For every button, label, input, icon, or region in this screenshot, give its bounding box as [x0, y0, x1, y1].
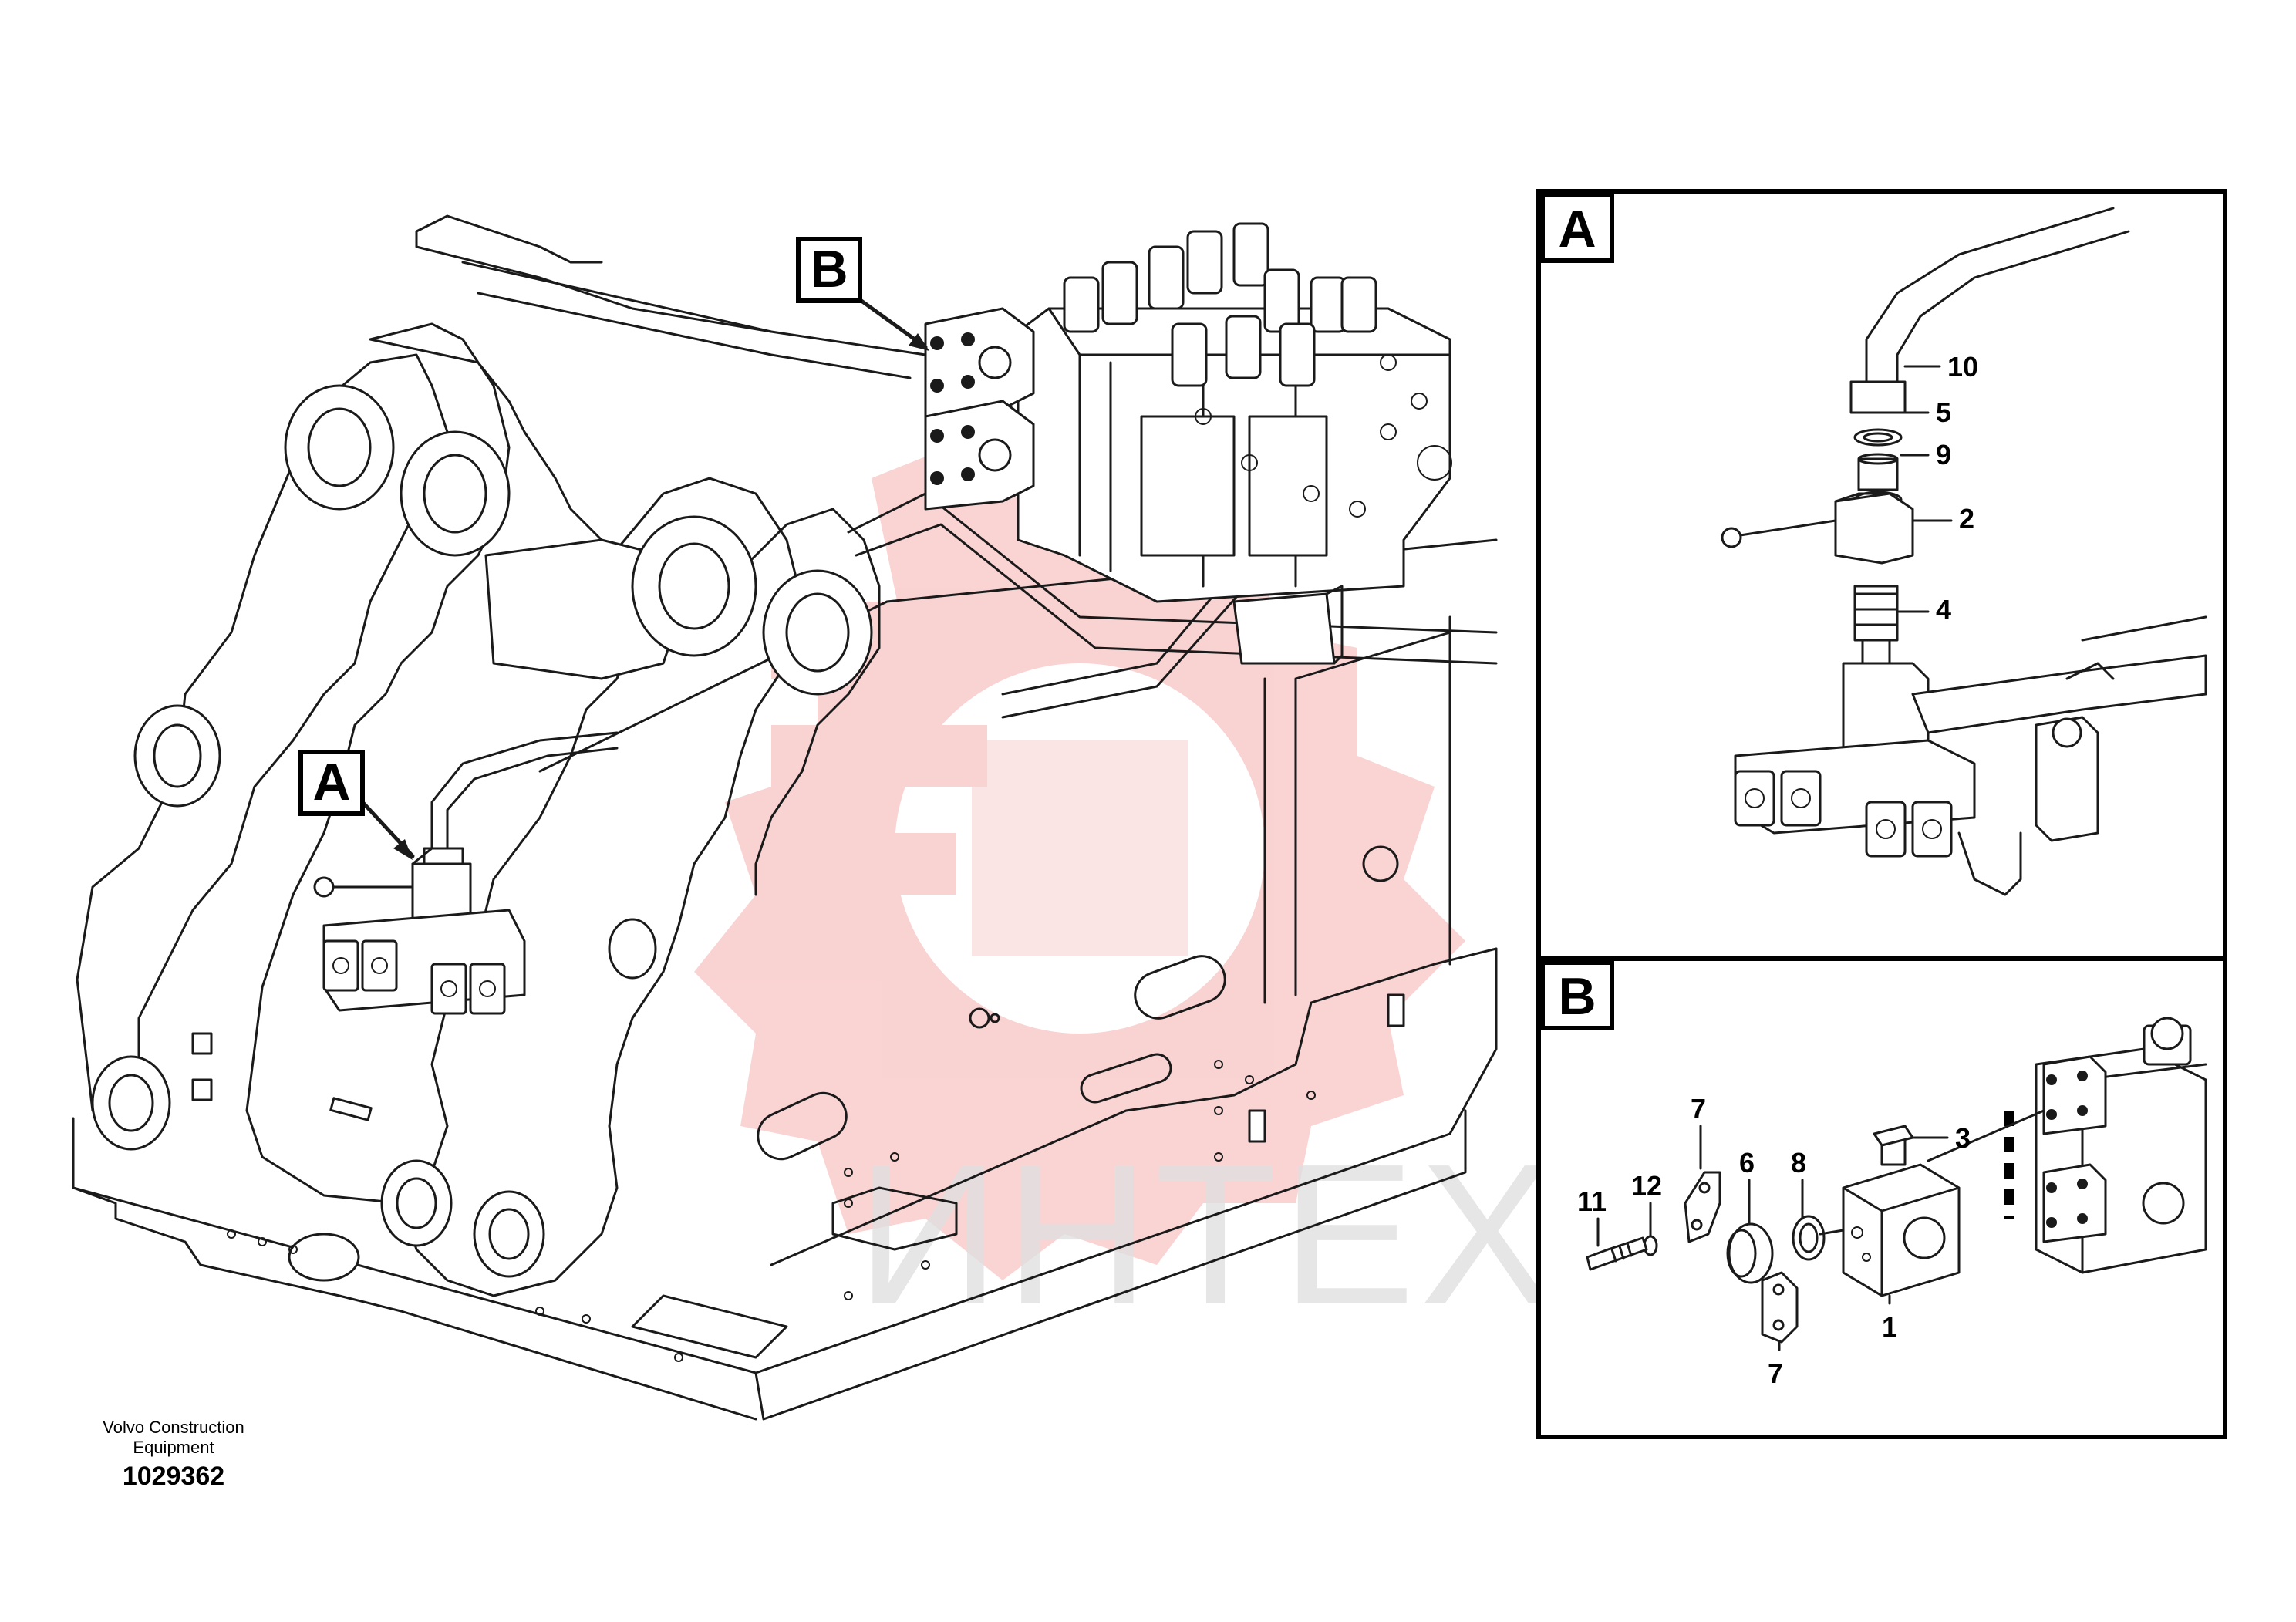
callout-b-main: B: [796, 237, 929, 351]
detail-panel-b: B 3 8 6: [1536, 956, 2227, 1439]
drawing-number: 1029362: [123, 1462, 224, 1491]
svg-text:A: A: [1558, 200, 1596, 258]
svg-text:4: 4: [1936, 594, 1951, 626]
svg-text:B: B: [810, 240, 848, 298]
svg-text:10: 10: [1947, 351, 1978, 383]
plate-holes: [227, 1060, 1316, 1362]
svg-text:5: 5: [1936, 396, 1951, 428]
svg-text:1: 1: [1882, 1311, 1897, 1343]
main-control-valve: [924, 222, 1452, 665]
svg-text:11: 11: [1577, 1185, 1607, 1217]
svg-text:7: 7: [1691, 1093, 1706, 1125]
company-name-line1: Volvo Construction: [103, 1418, 244, 1437]
svg-text:7: 7: [1768, 1357, 1783, 1389]
callout-a-main: A: [298, 750, 415, 860]
svg-text:B: B: [1558, 967, 1596, 1026]
svg-text:9: 9: [1936, 439, 1951, 470]
company-name-line2: Equipment: [133, 1438, 214, 1457]
svg-text:3: 3: [1955, 1122, 1971, 1154]
valve-ports: [1195, 354, 1452, 518]
svg-text:2: 2: [1959, 503, 1974, 534]
footer-info: Volvo Construction Equipment 1029362: [103, 1418, 244, 1491]
svg-text:A: A: [312, 753, 350, 811]
svg-text:8: 8: [1791, 1147, 1806, 1179]
watermark-text: ИНТЕХ: [856, 1123, 1558, 1347]
valve-spool-caps: [1063, 222, 1377, 387]
svg-text:12: 12: [1631, 1170, 1662, 1202]
svg-text:6: 6: [1739, 1147, 1755, 1179]
fitting-assembly-main: [313, 847, 526, 1015]
detail-panel-a: A 10: [1536, 189, 2227, 961]
